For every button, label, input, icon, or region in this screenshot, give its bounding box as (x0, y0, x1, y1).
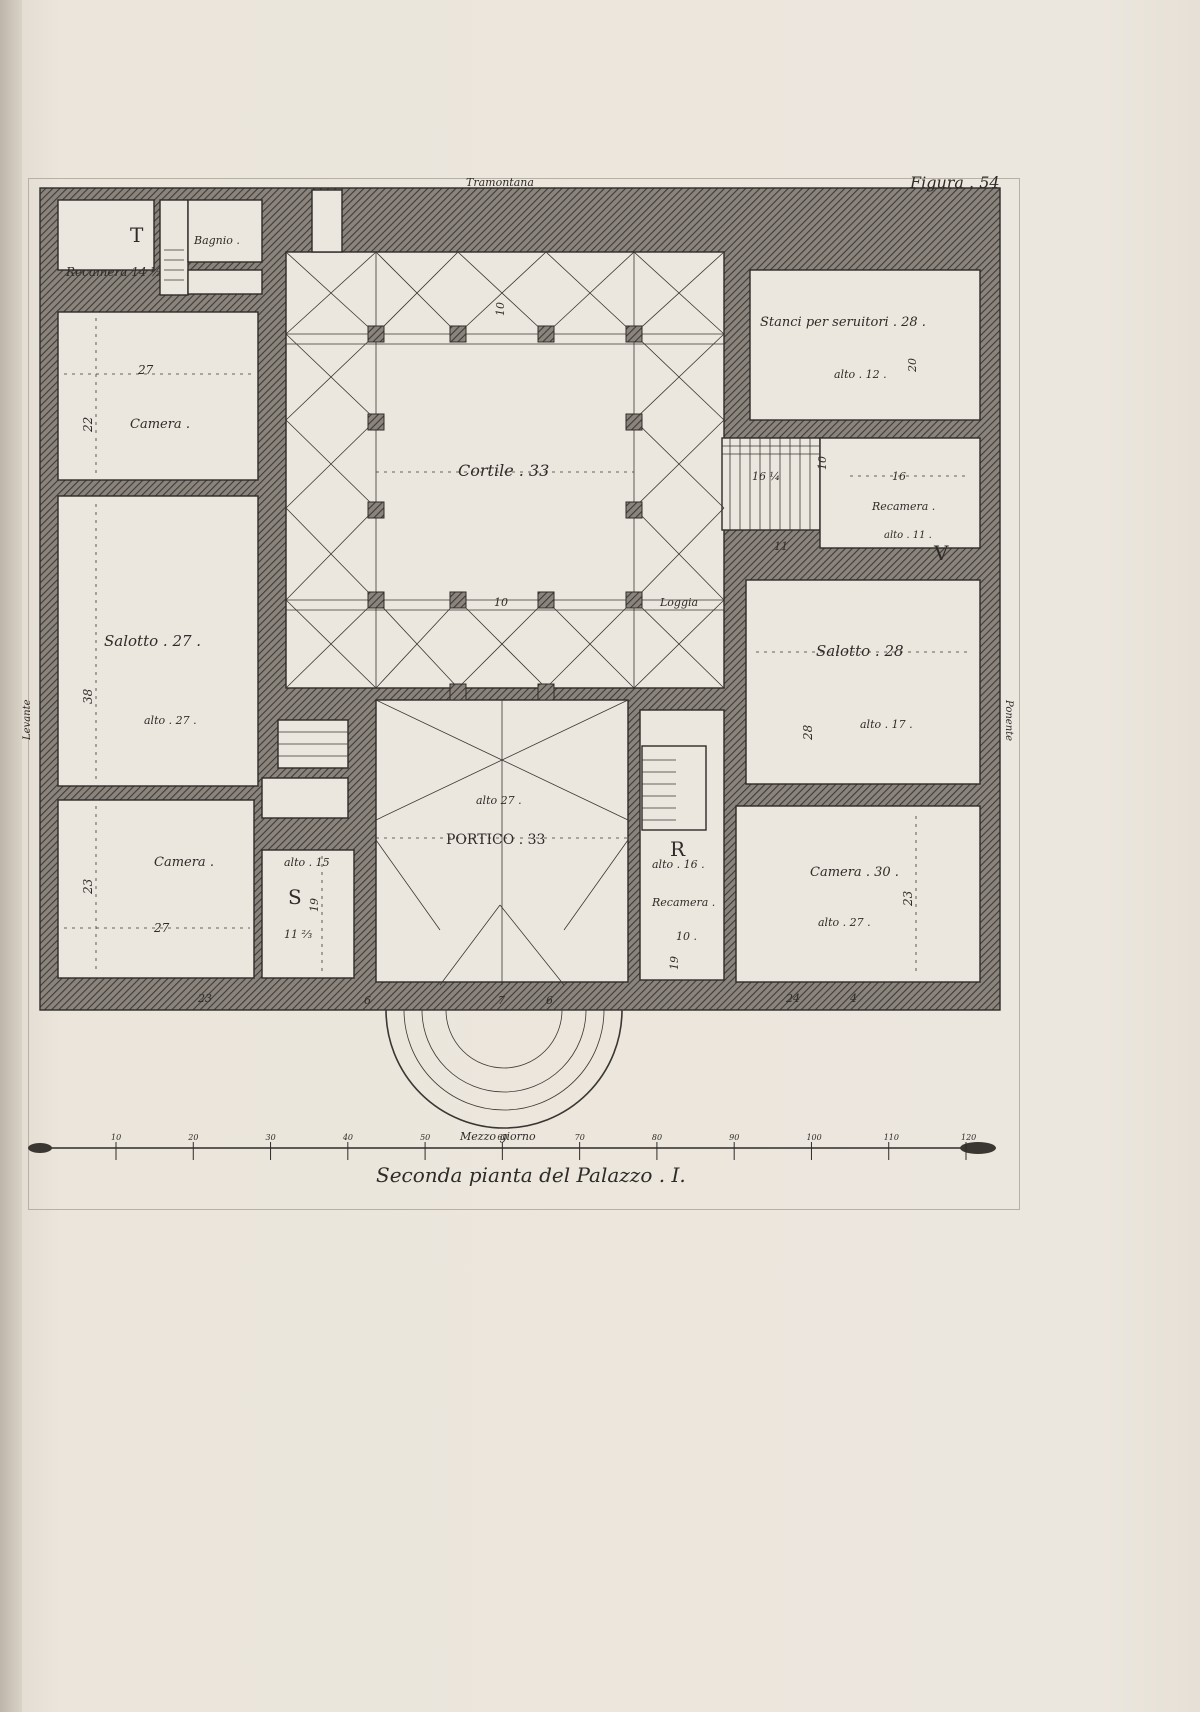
label-recamera-r-height: alto . 11 . (884, 530, 932, 541)
chimney (311, 189, 343, 253)
label-courtyard: Cortile . 33 (458, 461, 549, 480)
label-recamera-bottom-height: alto . 16 . (652, 858, 705, 871)
book-gutter (0, 0, 22, 1712)
figure-label: Figura . 54 (909, 173, 1000, 192)
dim-s-19: 19 (308, 898, 321, 912)
room-letter-v: V (933, 541, 949, 565)
label-recamera-bottom: Recamera . (651, 896, 715, 909)
label-recamera-r: Recamera . (871, 500, 935, 513)
room-salotto-r (745, 579, 981, 785)
dim-bottom-23: 23 (197, 992, 212, 1005)
courtyard (285, 251, 725, 689)
dim-bottom-7: 7 (498, 994, 505, 1007)
dim-r-10: 10 . (676, 930, 697, 943)
scale-tick-label: 60 (497, 1133, 507, 1142)
compass-east: Levante (22, 699, 33, 741)
portico-vault-lines (375, 699, 629, 986)
room-letter-s: S (288, 885, 302, 909)
dim-camera-tl-w: 27 (137, 363, 154, 377)
room-salotto-l (57, 495, 259, 787)
entrance-steps (378, 1009, 630, 1129)
scale-tick-label: 70 (575, 1133, 585, 1142)
room-bagnio (187, 199, 263, 263)
label-bagnio: Bagnio . (193, 234, 240, 247)
scale-tick-label: 40 (342, 1133, 353, 1142)
room-bagnio-annex (187, 269, 263, 295)
label-s-height: alto . 15 (284, 856, 330, 869)
dim-loggia-10: 10 (494, 596, 508, 609)
dim-bottom-6a: 6 (364, 994, 371, 1007)
scale-tick-label: 90 (729, 1133, 739, 1142)
label-camera-tl: Camera . (130, 417, 190, 432)
stair-treads (164, 249, 820, 821)
room-s (261, 849, 355, 979)
dim-rec-11: 11 (774, 540, 788, 553)
label-recamera-tl: Recamera 14 ½ (65, 265, 162, 279)
compass-north: Tramontana (466, 176, 534, 189)
label-camera-bl: Camera . (154, 855, 214, 870)
label-salotto-l: Salotto . 27 . (104, 632, 201, 650)
label-servants-height: alto . 12 . (834, 368, 887, 381)
room-recamera-tl (57, 199, 155, 271)
scale-tick-label: 30 (266, 1133, 276, 1142)
room-camera-br (735, 805, 981, 983)
room-letter-r: R (670, 837, 686, 861)
label-camera-br-height: alto . 27 . (818, 916, 871, 929)
stair-r (641, 745, 707, 831)
scale-bar (28, 1142, 996, 1154)
scale-tick-label: 10 (111, 1133, 121, 1142)
label-salotto-r: Salotto . 28 (816, 642, 904, 660)
stair-t (159, 199, 189, 296)
label-portico-height: alto 27 . (476, 794, 522, 807)
room-camera-bl (57, 799, 255, 979)
stair-v (721, 437, 821, 531)
compass-south: Mezzo giorno (459, 1130, 536, 1143)
dim-recamera-r-w: 16 (892, 470, 906, 483)
room-recamera-r (819, 437, 981, 549)
label-camera-br: Camera . 30 . (810, 865, 899, 880)
room-camera-tl (57, 311, 259, 481)
plate-caption: Seconda pianta del Palazzo . I. (376, 1163, 686, 1187)
dim-s-11: 11 ⅔ (284, 928, 312, 941)
dim-bottom-24: 24 (785, 992, 800, 1005)
label-salotto-l-height: alto . 27 . (144, 714, 197, 727)
dim-bottom-6b: 6 (546, 994, 553, 1007)
scale-tick-label: 120 (961, 1133, 976, 1142)
label-portico: PORTICO . 33 (446, 832, 545, 848)
courtyard-vault-lines (285, 251, 725, 689)
dim-salotto-r-h: 28 (801, 724, 815, 741)
scale-tick-label: 100 (806, 1133, 821, 1142)
scale-tick-label: 50 (420, 1133, 430, 1142)
scale-tick-label: 20 (187, 1133, 198, 1142)
dim-camera-bl-h: 23 (81, 878, 95, 895)
dim-stair-10: 10 (816, 456, 829, 470)
dim-court-10: 10 (494, 302, 507, 316)
room-letter-t: T (130, 223, 144, 247)
dim-r-19: 19 (668, 956, 681, 970)
scale-ticks: 10 20 30 40 50 60 70 80 90 100 110 120 (111, 1133, 976, 1160)
label-loggia: Loggia (659, 596, 698, 609)
scale-tick-label: 110 (884, 1133, 899, 1142)
dim-stair-16: 16 ¼ (752, 470, 780, 483)
engraving-plate (28, 178, 1020, 1210)
dim-camera-bl-w: 27 (153, 921, 170, 935)
dimension-lines (64, 318, 970, 976)
compass-west: Ponente (1003, 699, 1014, 741)
dim-bottom-4: 4 (849, 992, 857, 1005)
scale-tick-label: 80 (652, 1133, 662, 1142)
room-servants (749, 269, 981, 421)
dim-salotto-l-h: 38 (81, 688, 95, 704)
dim-servants-h: 20 (906, 358, 919, 373)
label-servants: Stanci per seruitori . 28 . (760, 315, 926, 330)
dim-camera-br-h: 23 (901, 890, 915, 907)
stair-s-landing (261, 777, 349, 819)
label-salotto-r-height: alto . 17 . (860, 718, 913, 731)
dim-camera-tl-h: 22 (81, 417, 95, 433)
courtyard-piers (367, 325, 643, 701)
